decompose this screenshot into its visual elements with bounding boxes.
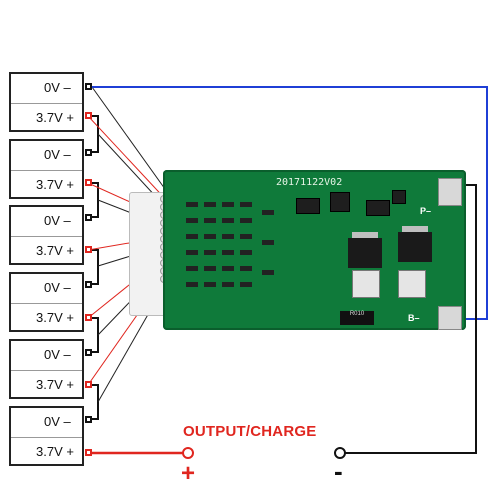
cell-negative-terminal — [85, 349, 92, 356]
positive-sign: + — [181, 460, 196, 487]
cell-negative-label: 0V – — [44, 147, 71, 162]
smd-component — [240, 234, 252, 239]
smd-component — [240, 282, 252, 287]
cell-positive-terminal — [85, 314, 92, 321]
battery-cell-2: 0V – 3.7V + — [9, 139, 84, 199]
cell-negative-terminal — [85, 149, 92, 156]
smd-component — [204, 202, 216, 207]
smd-component — [262, 270, 274, 275]
cell-negative-label: 0V – — [44, 213, 71, 228]
cell-negative-terminal — [85, 83, 92, 90]
battery-cell-3: 0V – 3.7V + — [9, 205, 84, 265]
positive-output-terminal — [182, 447, 194, 459]
output-charge-label: OUTPUT/CHARGE — [183, 423, 317, 440]
cell-positive-terminal — [85, 112, 92, 119]
smd-component — [262, 210, 274, 215]
smd-component — [186, 218, 198, 223]
cell-divider — [11, 437, 82, 438]
smd-component — [186, 202, 198, 207]
cell-positive-label: 3.7V + — [36, 243, 74, 258]
cell-negative-terminal — [85, 214, 92, 221]
cell-positive-terminal — [85, 381, 92, 388]
p-minus-pad — [438, 178, 462, 206]
smd-component — [222, 282, 234, 287]
cell-positive-terminal — [85, 179, 92, 186]
smd-component — [204, 266, 216, 271]
cell-positive-terminal — [85, 449, 92, 456]
cell-negative-label: 0V – — [44, 280, 71, 295]
cell-divider — [11, 370, 82, 371]
smd-component — [222, 202, 234, 207]
mosfet-tab — [352, 232, 378, 238]
smd-component — [186, 282, 198, 287]
smd-component — [222, 218, 234, 223]
cell-negative-terminal — [85, 416, 92, 423]
smd-component — [204, 234, 216, 239]
cell-negative-label: 0V – — [44, 414, 71, 429]
smd-component — [204, 250, 216, 255]
cell-positive-label: 3.7V + — [36, 377, 74, 392]
battery-cell-1: 0V – 3.7V + — [9, 72, 84, 132]
b-pad-label: B– — [408, 313, 420, 323]
smd-component — [222, 250, 234, 255]
cell-positive-label: 3.7V + — [36, 444, 74, 459]
copper-pad — [398, 270, 426, 298]
control-ic — [296, 198, 320, 214]
cell-divider — [11, 236, 82, 237]
mosfet — [348, 232, 382, 268]
cell-divider — [11, 303, 82, 304]
smd-component — [240, 266, 252, 271]
smd-component — [222, 266, 234, 271]
board-version-code: 20171122V02 — [276, 177, 343, 188]
control-ic — [330, 192, 350, 212]
battery-cell-4: 0V – 3.7V + — [9, 272, 84, 332]
smd-component — [240, 202, 252, 207]
smd-component — [186, 266, 198, 271]
smd-component — [240, 250, 252, 255]
p-pad-label: P– — [420, 206, 432, 216]
smd-component — [240, 218, 252, 223]
cell-negative-label: 0V – — [44, 80, 71, 95]
cell-positive-label: 3.7V + — [36, 177, 74, 192]
cell-positive-label: 3.7V + — [36, 110, 74, 125]
main-negative-wire — [92, 86, 488, 320]
negative-output-terminal — [334, 447, 346, 459]
sense-resistor: R010 — [340, 311, 374, 325]
cell-divider — [11, 103, 82, 104]
smd-component — [186, 234, 198, 239]
battery-cell-6: 0V – 3.7V + — [9, 406, 84, 466]
cell-positive-label: 3.7V + — [36, 310, 74, 325]
mosfet — [398, 226, 432, 262]
copper-pad — [352, 270, 380, 298]
smd-component — [186, 250, 198, 255]
smd-component — [262, 240, 274, 245]
cell-divider — [11, 170, 82, 171]
cell-negative-terminal — [85, 281, 92, 288]
mosfet-tab — [402, 226, 428, 232]
smd-component — [204, 218, 216, 223]
control-ic — [392, 190, 406, 204]
b-minus-pad — [438, 306, 462, 330]
smd-component — [204, 282, 216, 287]
battery-cell-5: 0V – 3.7V + — [9, 339, 84, 399]
smd-component — [222, 234, 234, 239]
control-ic — [366, 200, 390, 216]
cell-positive-terminal — [85, 246, 92, 253]
negative-sign: - — [334, 456, 343, 486]
cell-negative-label: 0V – — [44, 347, 71, 362]
